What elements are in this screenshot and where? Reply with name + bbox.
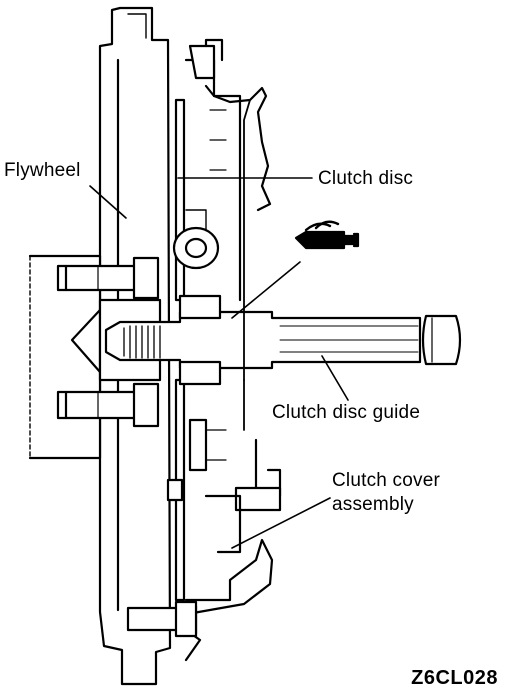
clutch-cover-label-line1: Clutch cover <box>332 470 440 491</box>
grease-gun-icon <box>294 220 360 250</box>
guide-leader <box>321 355 349 401</box>
grease-leader <box>231 261 301 319</box>
flywheel-leader <box>89 185 127 219</box>
figure-code: Z6CL028 <box>411 667 498 689</box>
cover-leader <box>231 497 331 549</box>
lower-bolt <box>56 382 160 428</box>
clutch-cover-label-line2: assembly <box>332 494 414 515</box>
clutch-disc-label: Clutch disc <box>318 168 414 189</box>
leader-lines <box>89 177 349 549</box>
upper-bolt <box>56 256 160 300</box>
clutch-disc-guide-label: Clutch disc guide <box>272 402 421 423</box>
clutch-disc-guide-tool <box>104 310 462 370</box>
lower-flange-bolt <box>126 600 198 638</box>
clutch-disc <box>166 98 222 602</box>
flywheel-label: Flywheel <box>4 160 81 181</box>
